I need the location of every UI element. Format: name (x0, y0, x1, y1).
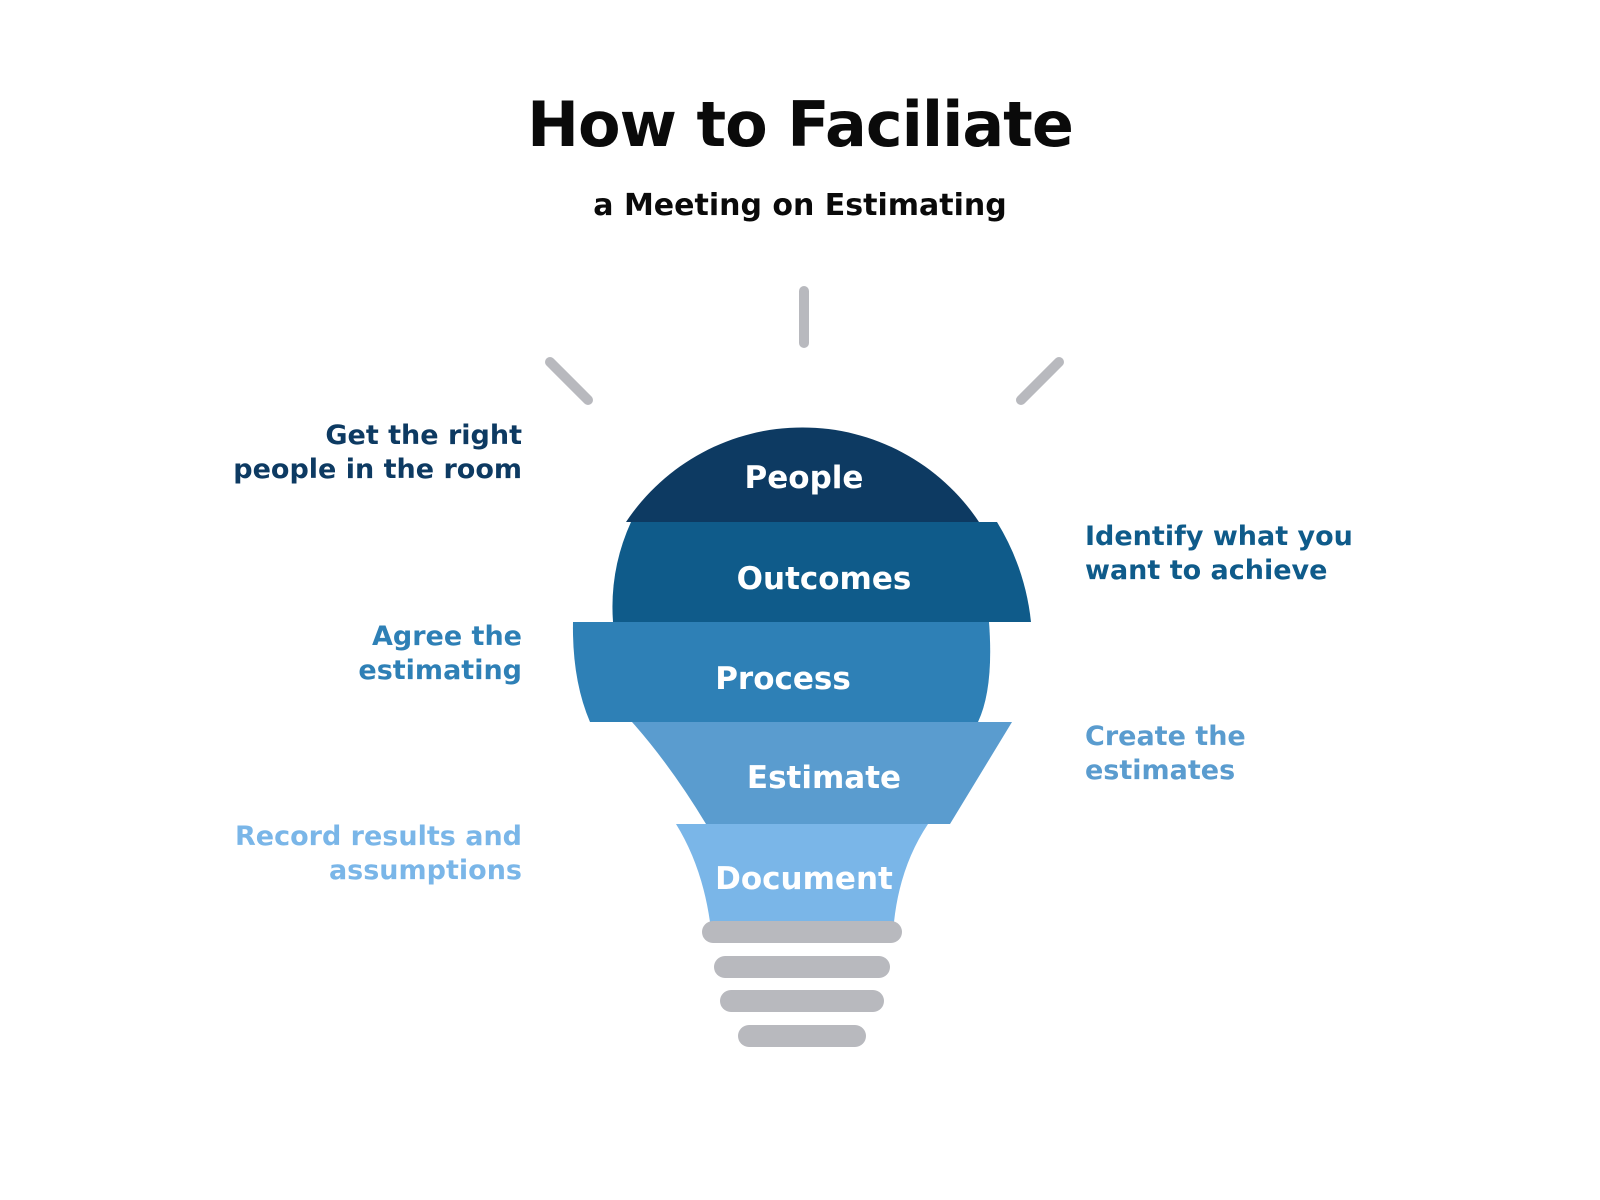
note-estimate-line2: estimates (1085, 755, 1236, 786)
ray-left (545, 357, 593, 405)
page-title: How to Faciliate (527, 88, 1074, 161)
segment-label-process: Process (715, 661, 851, 697)
segment-document (676, 824, 928, 922)
note-outcomes-line2: want to achieve (1085, 555, 1328, 586)
note-estimate-line1: Create the (1085, 721, 1246, 752)
segment-people (626, 427, 979, 522)
note-estimate: Create the estimates (1085, 720, 1405, 788)
note-document-line1: Record results and (234, 821, 522, 852)
segment-outcomes (612, 522, 1031, 622)
bulb-base (702, 921, 902, 1047)
note-people-line1: Get the right (325, 420, 522, 451)
segment-label-document: Document (715, 861, 893, 897)
note-document-line2: assumptions (328, 855, 522, 886)
segment-label-estimate: Estimate (747, 760, 901, 796)
segment-process (572, 622, 991, 722)
note-process: Agree the estimating (202, 620, 522, 688)
segment-estimate (632, 722, 1012, 824)
note-process-line1: Agree the (371, 621, 522, 652)
light-rays (545, 286, 1064, 405)
note-process-line2: estimating (358, 655, 522, 686)
note-document: Record results and assumptions (202, 820, 522, 888)
ray-right (1016, 357, 1064, 405)
note-outcomes-line1: Identify what you (1085, 521, 1353, 552)
page-subtitle: a Meeting on Estimating (593, 188, 1007, 223)
note-people: Get the right people in the room (202, 419, 522, 487)
note-people-line2: people in the room (233, 454, 522, 485)
segment-label-people: People (745, 460, 864, 496)
segment-label-outcomes: Outcomes (737, 561, 912, 597)
note-outcomes: Identify what you want to achieve (1085, 520, 1405, 588)
